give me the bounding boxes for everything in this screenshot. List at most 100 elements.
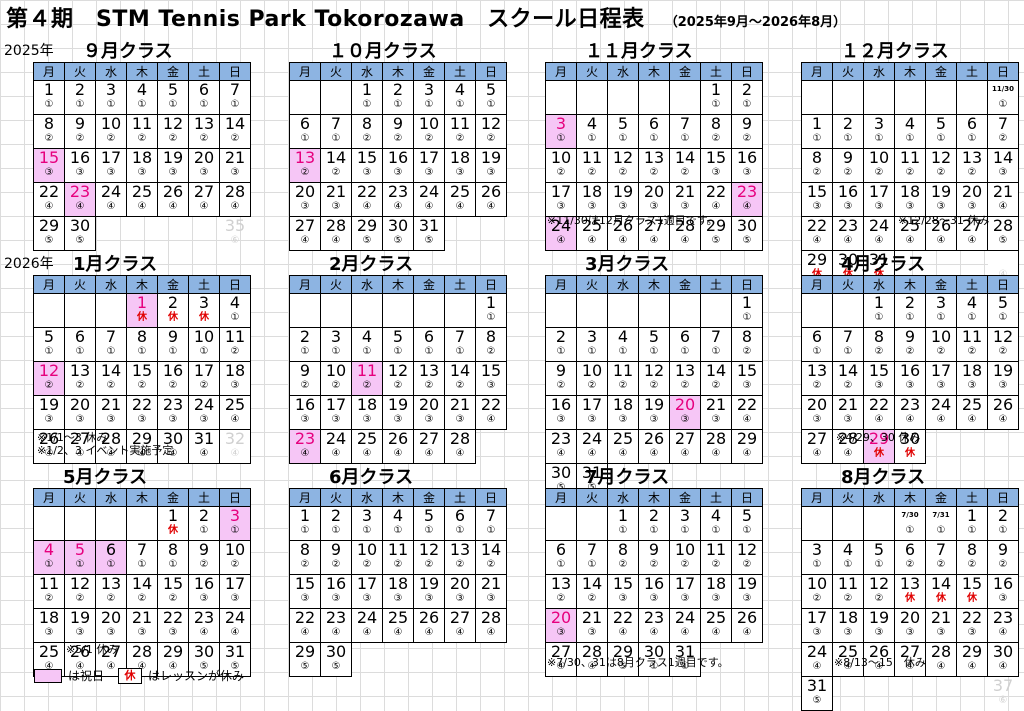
lesson-off-mark: 休	[905, 448, 915, 459]
week-number: ①	[300, 133, 310, 144]
day-number: 29	[356, 216, 378, 235]
day-number: 31	[581, 463, 603, 482]
week-number: ④	[362, 448, 372, 459]
year-label-2026: 2026年	[4, 256, 54, 272]
week-number: ①	[843, 346, 853, 357]
day-number: 7/31	[932, 511, 950, 519]
day-number: 14	[837, 361, 859, 380]
day-number: 26	[69, 642, 91, 661]
day-number: 18	[387, 574, 409, 593]
day-number: 5	[617, 114, 629, 133]
day-number: 31	[224, 642, 246, 661]
day-number: 15	[294, 574, 316, 593]
day-number: 12	[930, 148, 952, 167]
day-number: 3	[105, 80, 117, 99]
day-number: 16	[643, 574, 665, 593]
day-number: 14	[449, 361, 471, 380]
day-number: 16	[193, 574, 215, 593]
day-number: 20	[418, 395, 440, 414]
month-title: 2月クラス	[329, 254, 414, 275]
week-number: ③	[998, 593, 1008, 604]
week-number: ②	[393, 559, 403, 570]
day-number: 20	[643, 182, 665, 201]
day-number: 23	[550, 429, 572, 448]
week-number: ②	[230, 559, 240, 570]
day-number: 17	[930, 361, 952, 380]
day-number: 5	[485, 80, 497, 99]
week-number: ②	[455, 559, 465, 570]
day-number: 26	[736, 608, 758, 627]
week-number: ①	[331, 133, 341, 144]
week-number: ①	[905, 525, 915, 536]
day-number: 5	[935, 114, 947, 133]
day-number: 22	[131, 395, 153, 414]
week-number: ②	[587, 593, 597, 604]
week-number: ④	[44, 661, 54, 672]
week-number: ③	[556, 627, 566, 638]
day-number: 8	[710, 114, 722, 133]
day-number: 24	[325, 429, 347, 448]
week-number: ⑤	[300, 661, 310, 672]
weekday-header: 土	[956, 488, 988, 507]
day-number: 21	[480, 574, 502, 593]
week-number: ①	[649, 525, 659, 536]
day-number: 13	[69, 361, 91, 380]
week-number: ④	[905, 235, 915, 246]
day-number: 7	[935, 540, 947, 559]
week-number: ③	[711, 414, 721, 425]
week-number: ⑤	[556, 482, 566, 493]
day-number: 2	[741, 80, 753, 99]
week-number: ③	[486, 593, 496, 604]
weekday-header: 火	[64, 275, 96, 294]
day-number: 5	[648, 327, 660, 346]
weekday-header: 月	[289, 488, 321, 507]
day-number: 20	[550, 608, 572, 627]
week-number: ④	[424, 627, 434, 638]
day-number: 16	[387, 148, 409, 167]
day-number: 17	[581, 395, 603, 414]
empty-day-cell	[545, 293, 577, 328]
day-number: 29	[38, 216, 60, 235]
week-number: ③	[230, 167, 240, 178]
weekday-header: 火	[320, 62, 352, 81]
week-number: ①	[199, 525, 209, 536]
day-number: 14	[930, 574, 952, 593]
day-number: 19	[418, 574, 440, 593]
week-number: ④	[812, 235, 822, 246]
month-title: 8月クラス	[841, 467, 926, 488]
note-january-1: ※1/1～3 休み	[37, 431, 108, 444]
week-number: ③	[905, 201, 915, 212]
day-number: 12	[868, 574, 890, 593]
day-number: 21	[674, 182, 696, 201]
week-number: ④	[843, 661, 853, 672]
week-number: ①	[393, 525, 403, 536]
